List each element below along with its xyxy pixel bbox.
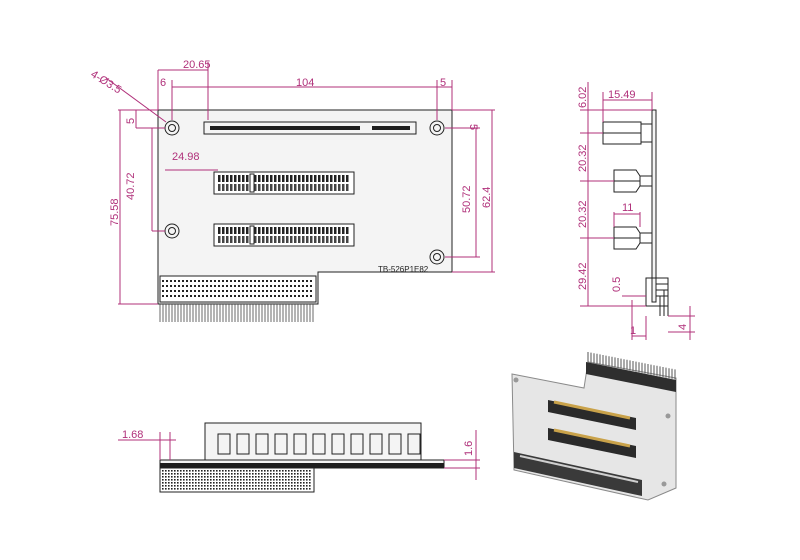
side-connector-pci [602,121,653,145]
dim-side-pin-4: 4 [677,324,689,330]
dimension-lines-side [580,82,695,340]
dim-side-pitch-1: 20.32 [577,144,589,172]
dimension-lines-front [118,430,480,480]
dim-hole-spacing-right: 50.72 [461,185,473,213]
dim-height-left: 75.58 [109,198,121,226]
board-label: TB-526P1E82 [378,265,429,274]
side-view: 6.02 15.49 20.32 20.32 11 29.42 0.5 1 4 [577,82,695,340]
side-connector-pcie-upper [613,169,653,193]
pcb-outline-top [157,109,453,305]
dim-side-bottom: 29.42 [577,262,589,290]
dim-top-left: 5 [125,118,137,124]
render-pcie-lower [548,428,636,458]
hole-callout: 4-Ø3.5 [88,68,123,96]
edge-connector-top [159,275,317,322]
dim-slot-left: 24.98 [172,151,200,163]
render-pci-slot [514,452,642,496]
mounting-hole [429,249,445,265]
front-slot-contacts [217,433,421,455]
pci-slot-top [203,121,417,135]
dim-top-right: 5 [467,124,479,130]
render-pcie-upper [548,400,636,430]
dim-front-left: 1.68 [122,429,143,441]
render-hole [661,481,667,487]
dim-side-pin-offset: 0.5 [611,277,623,292]
dim-side-pin-1: 1 [630,325,636,337]
dim-side-pitch-2: 20.32 [577,200,589,228]
top-view: TB-526P1E82 [88,59,495,322]
dim-side-slot-width: 11 [622,202,633,214]
dim-slot-offset: 20.65 [183,59,211,71]
dimension-lines-top [105,62,495,305]
right-angle-pins [645,277,669,316]
isometric-render [511,352,677,501]
pcie-slot-lower [213,223,355,247]
mounting-hole [429,120,445,136]
dim-right-offset: 5 [440,77,446,89]
pcie-slot-upper [213,171,355,195]
front-components [160,463,444,468]
dim-front-thickness: 1.6 [463,441,475,456]
front-pin-header [159,467,315,493]
render-hole [665,413,671,419]
render-pin-header [586,352,676,392]
render-hole [513,377,519,383]
front-view: 1.68 1.6 [118,422,480,493]
dim-left-offset: 6 [160,77,166,89]
dim-height-right: 62.4 [481,187,493,208]
dim-hole-spacing: 40.72 [125,172,137,200]
side-connector-pcie-lower [613,226,653,250]
pcb-edge-side [651,109,657,303]
dim-width: 104 [296,77,314,89]
dim-side-top: 6.02 [577,87,589,108]
dim-side-depth: 15.49 [608,89,636,101]
